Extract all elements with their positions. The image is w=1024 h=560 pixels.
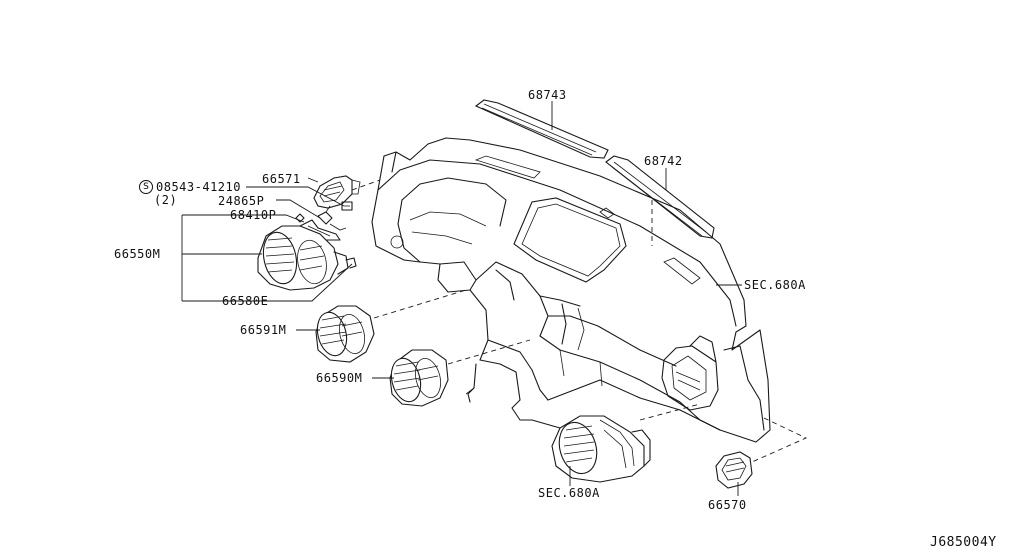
screw-08543-41210 (341, 201, 353, 211)
label-68742: 68742 (644, 154, 683, 168)
label-sec680A-right: SEC.680A (744, 278, 806, 292)
label-66571: 66571 (262, 172, 301, 186)
defroster-grille-68742 (605, 155, 715, 239)
defroster-grille-68743 (474, 99, 609, 159)
vent-66570 (715, 451, 753, 489)
label-68410P: 68410P (230, 208, 277, 222)
vent-66591M (315, 305, 375, 363)
vent-lower-sec680A (551, 415, 651, 483)
label-66580E: 66580E (222, 294, 269, 308)
vent-66590M (389, 349, 449, 407)
label-66570: 66570 (708, 498, 747, 512)
leader-lines (181, 101, 742, 496)
vent-66550M (257, 225, 357, 291)
label-68743: 68743 (528, 88, 567, 102)
diagram-id: J685004Y (930, 535, 997, 550)
label-66590M: 66590M (316, 371, 363, 385)
label-24865P: 24865P (218, 194, 265, 208)
label-sec680A-bottom: SEC.680A (538, 486, 600, 500)
label-08543-41210: 08543-41210 (156, 180, 241, 194)
instrument-panel (371, 137, 771, 451)
harness-24865P (317, 205, 347, 231)
vent-66571 (313, 175, 361, 209)
s-marker-icon: S (139, 180, 153, 194)
label-66550M: 66550M (114, 247, 161, 261)
label-08543-qty: (2) (154, 193, 178, 207)
label-66591M: 66591M (240, 323, 287, 337)
dashed-assembly-lines (351, 179, 808, 463)
